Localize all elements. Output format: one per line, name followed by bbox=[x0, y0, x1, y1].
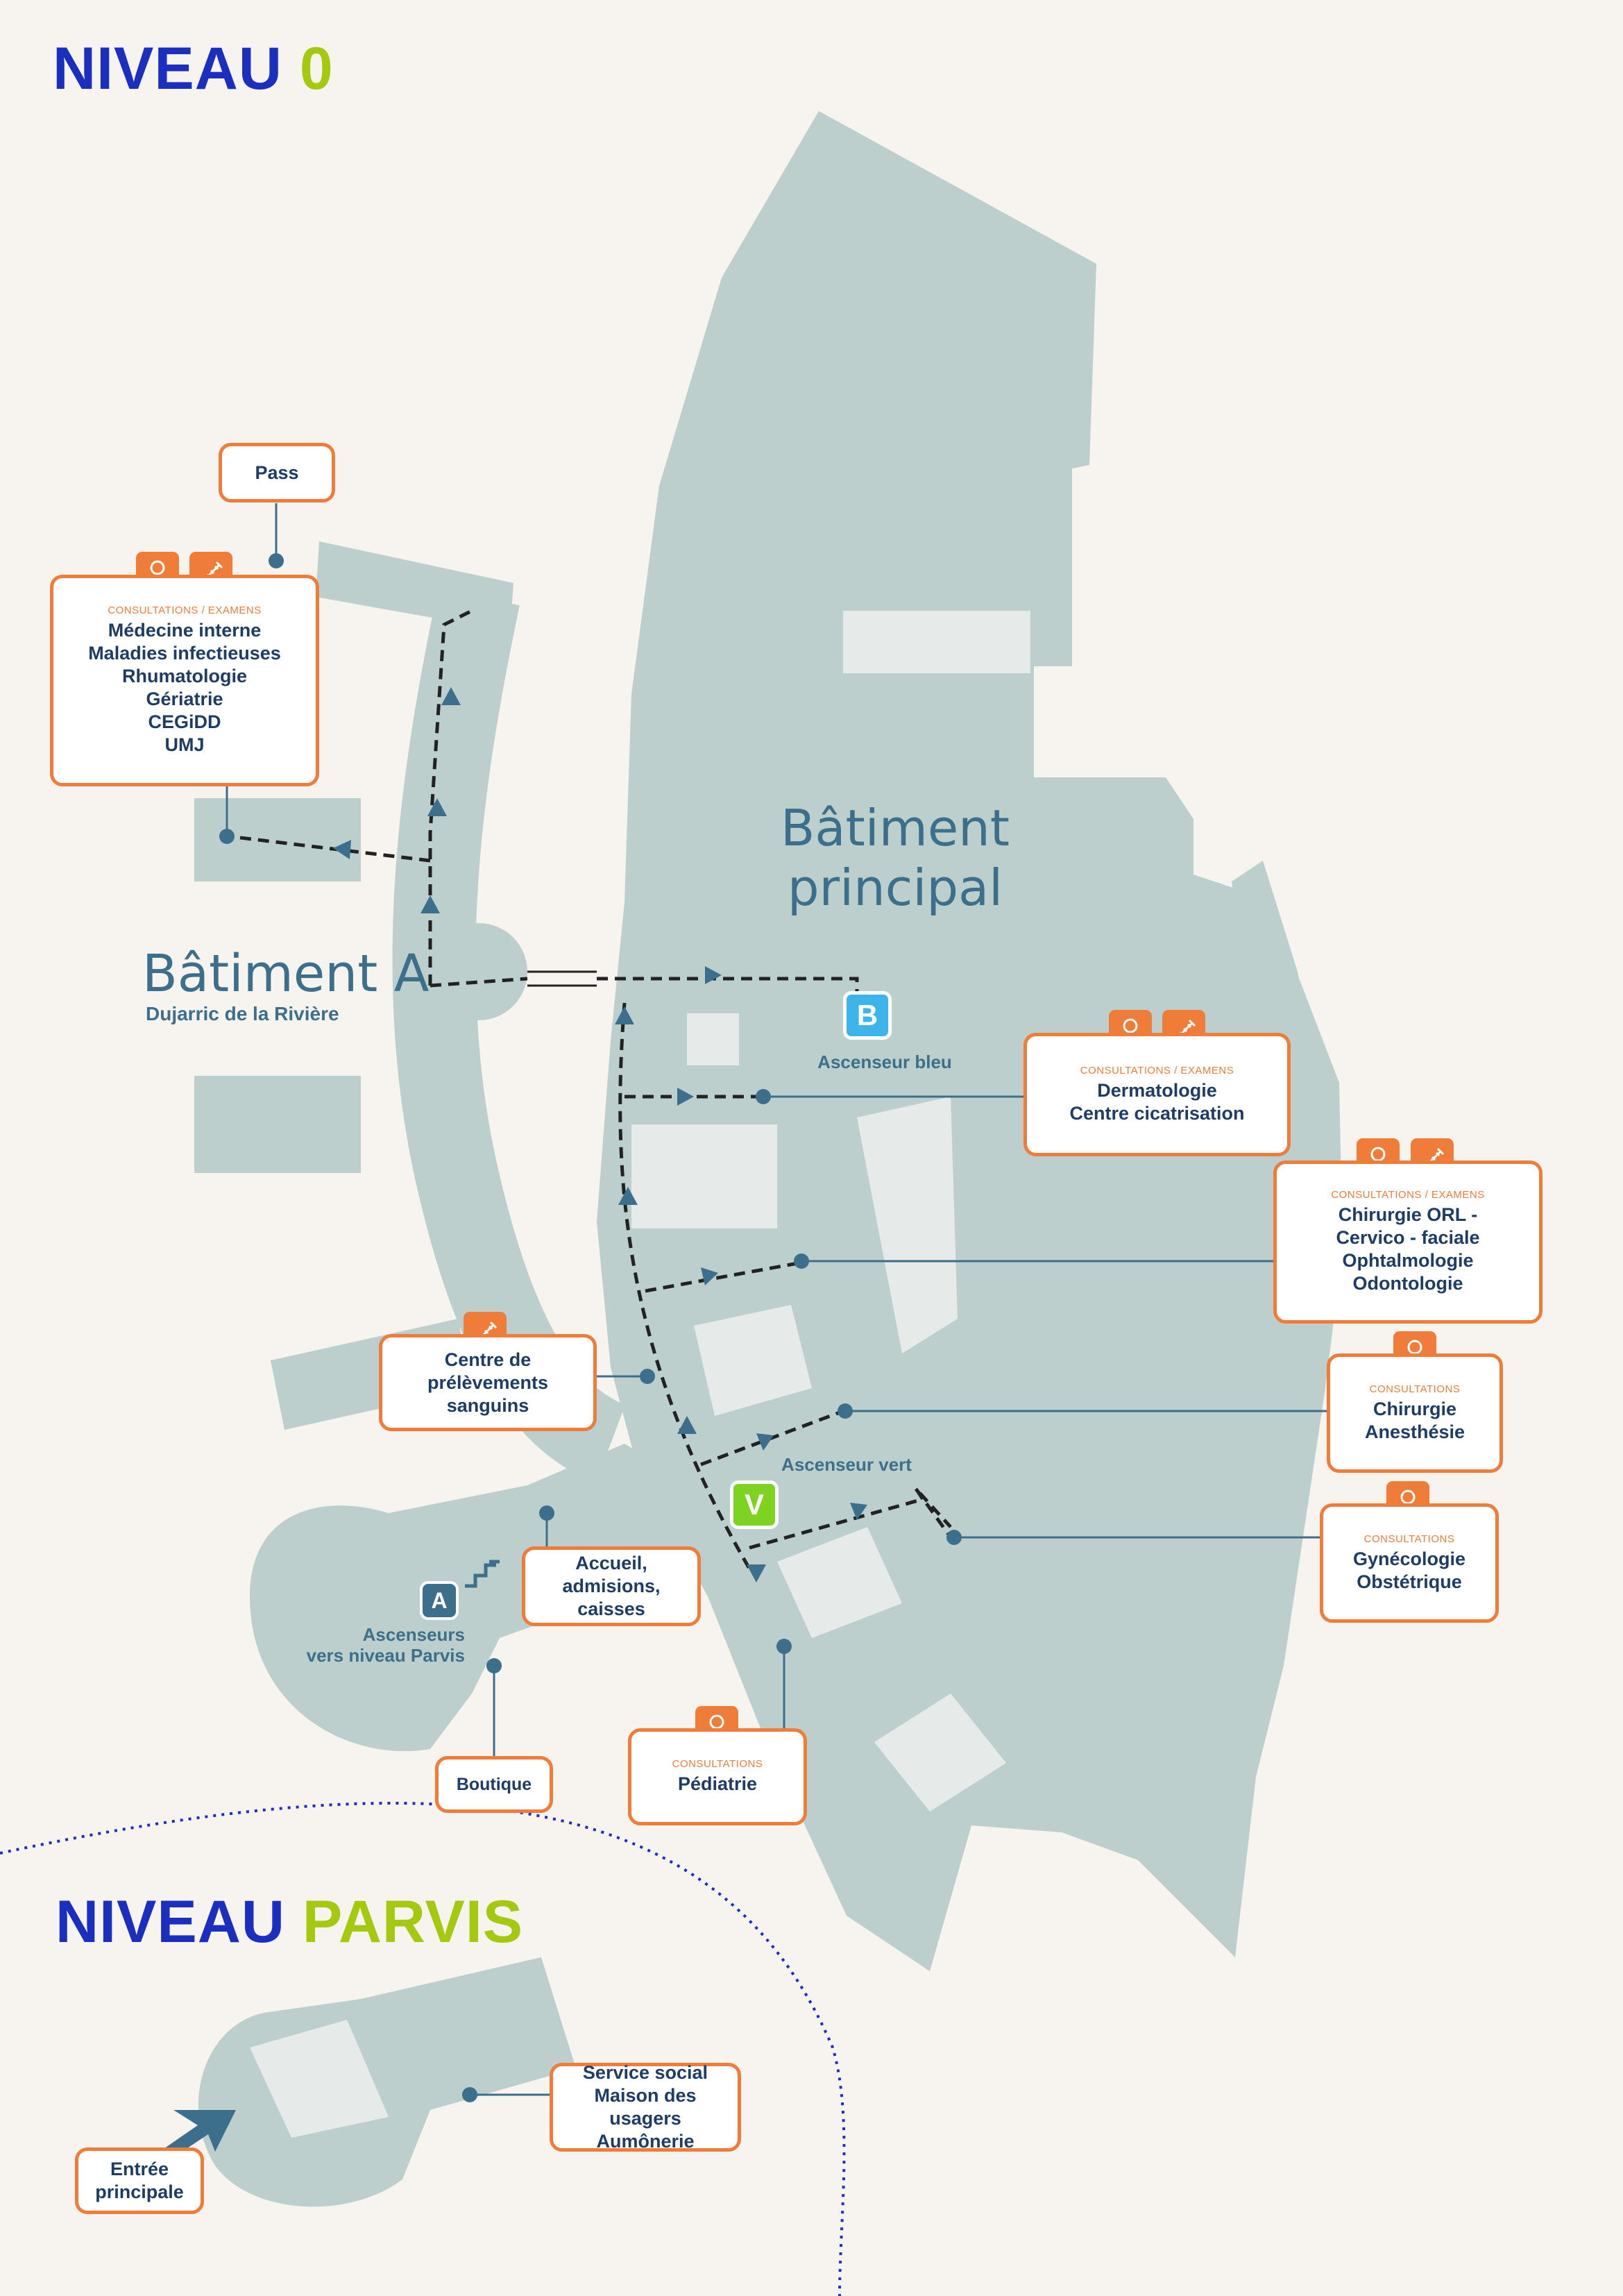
box-line: Chirurgie bbox=[1373, 1398, 1456, 1419]
box-line: Ophtalmologie bbox=[1342, 1250, 1474, 1271]
box-line: Boutique bbox=[456, 1774, 532, 1794]
entree-principale-box[interactable]: Entrée principale bbox=[75, 2147, 204, 2214]
box-line: Gériatrie bbox=[146, 689, 223, 709]
box-line: Chirurgie ORL - bbox=[1338, 1204, 1478, 1225]
main-building-shape bbox=[597, 111, 1343, 1971]
box-line: Centre cicatrisation bbox=[1069, 1102, 1245, 1124]
box-category: CONSULTATIONS bbox=[1369, 1383, 1461, 1395]
centre-prelevements-box[interactable]: Centre de prélèvements sanguins bbox=[379, 1334, 597, 1431]
box-line: Maladies infectieuses bbox=[88, 643, 281, 664]
box-line: Maison des usagers bbox=[594, 2085, 697, 2129]
box-category: CONSULTATIONS / EXAMENS bbox=[108, 605, 262, 616]
box-line: Aumônerie bbox=[596, 2131, 695, 2152]
elevator-letter: V bbox=[744, 1488, 764, 1521]
box-line: Cervico - faciale bbox=[1336, 1227, 1480, 1248]
title-word: NIVEAU bbox=[56, 1889, 285, 1955]
room bbox=[631, 1124, 777, 1229]
title-accent: 0 bbox=[299, 35, 334, 102]
title-word: NIVEAU bbox=[53, 35, 282, 102]
building-a-rotunda bbox=[430, 923, 527, 1020]
box-line: Odontologie bbox=[1352, 1273, 1463, 1294]
stairs-icon bbox=[465, 1560, 500, 1588]
elevator-letter: A bbox=[431, 1587, 448, 1613]
box-line: Pass bbox=[255, 462, 299, 483]
box-line: CEGiDD bbox=[148, 711, 221, 732]
gynecologie-box[interactable]: CONSULTATIONS Gynécologie Obstétrique bbox=[1320, 1503, 1499, 1623]
box-line: Pédiatrie bbox=[677, 1773, 758, 1794]
box-line: Rhumatologie bbox=[122, 666, 247, 686]
parvis-building-shape bbox=[198, 1957, 576, 2207]
parvis-room bbox=[250, 2020, 389, 2138]
box-line: Médecine interne bbox=[108, 620, 262, 641]
building-a-north-branch bbox=[316, 541, 513, 632]
medecine-interne-box[interactable]: CONSULTATIONS / EXAMENS Médecine interne… bbox=[50, 575, 319, 786]
room bbox=[687, 1013, 739, 1065]
east-wing-shape bbox=[1232, 861, 1325, 1145]
chirurgie-orl-box[interactable]: CONSULTATIONS / EXAMENS Chirurgie ORL - … bbox=[1273, 1160, 1543, 1324]
title-niveau-parvis: NIVEAU PARVIS bbox=[56, 1888, 523, 1957]
building-a-shape bbox=[392, 588, 627, 1483]
chirurgie-anesthesie-box[interactable]: CONSULTATIONS Chirurgie Anesthésie bbox=[1327, 1353, 1503, 1473]
entrance-building-shape bbox=[250, 1444, 694, 1752]
room bbox=[694, 1305, 812, 1416]
room bbox=[843, 611, 1030, 673]
building-a-subtitle: Dujarric de la Rivière bbox=[146, 1003, 339, 1024]
elevator-bleu-badge: B bbox=[843, 991, 892, 1040]
box-line: Centre de bbox=[444, 1349, 532, 1370]
building-principal-line2: principal bbox=[787, 859, 1003, 917]
box-line: Entrée bbox=[110, 2159, 169, 2179]
title-niveau-0: NIVEAU 0 bbox=[53, 35, 334, 103]
elevator-a-label-line2: vers niveau Parvis bbox=[306, 1645, 465, 1666]
room bbox=[874, 1694, 1006, 1812]
box-line: prélèvements sanguins bbox=[427, 1371, 549, 1416]
box-line: Obstétrique bbox=[1357, 1571, 1462, 1592]
box-line: Gynécologie bbox=[1352, 1548, 1466, 1569]
level-boundary bbox=[0, 1802, 846, 2296]
pediatrie-box[interactable]: CONSULTATIONS Pédiatrie bbox=[628, 1728, 807, 1825]
box-line: admisions, caisses bbox=[562, 1576, 661, 1619]
elevator-letter: B bbox=[856, 999, 878, 1031]
box-line: UMJ bbox=[164, 734, 205, 755]
wing-2 bbox=[194, 1076, 361, 1173]
box-line: Dermatologie bbox=[1097, 1079, 1217, 1101]
room bbox=[857, 1097, 958, 1353]
elevator-a-label-line1: Ascenseurs bbox=[362, 1624, 465, 1645]
elevator-vert-badge: V bbox=[730, 1480, 779, 1529]
elevator-vert-label: Ascenseur vert bbox=[781, 1454, 912, 1475]
accueil-box[interactable]: Accueil, admisions, caisses bbox=[522, 1546, 701, 1626]
building-principal-label: Bâtiment principal bbox=[749, 798, 1041, 918]
box-line: Anesthésie bbox=[1364, 1421, 1465, 1442]
building-principal-line1: Bâtiment bbox=[780, 799, 1010, 857]
box-category: CONSULTATIONS bbox=[672, 1758, 763, 1770]
service-social-box[interactable]: Service social Maison des usagers Aumône… bbox=[550, 2062, 741, 2152]
title-accent: PARVIS bbox=[302, 1889, 524, 1955]
wing-1 bbox=[194, 798, 361, 881]
elevator-a-badge: A bbox=[420, 1581, 459, 1620]
box-line: Service social bbox=[582, 2062, 708, 2083]
box-line: Accueil, bbox=[575, 1553, 647, 1573]
room bbox=[777, 1527, 902, 1638]
box-category: CONSULTATIONS bbox=[1363, 1533, 1455, 1545]
box-category: CONSULTATIONS / EXAMENS bbox=[1080, 1064, 1234, 1077]
dermatologie-box[interactable]: CONSULTATIONS / EXAMENS Dermatologie Cen… bbox=[1023, 1033, 1291, 1156]
box-line: principale bbox=[95, 2181, 184, 2202]
pass-box[interactable]: Pass bbox=[219, 443, 335, 503]
connector-lines bbox=[226, 503, 1329, 2096]
box-category: CONSULTATIONS / EXAMENS bbox=[1331, 1189, 1485, 1201]
elevator-bleu-label: Ascenseur bleu bbox=[817, 1052, 952, 1072]
boutique-box[interactable]: Boutique bbox=[435, 1756, 553, 1813]
building-a-label: Bâtiment A bbox=[142, 944, 430, 1004]
elevator-a-label: Ascenseurs vers niveau Parvis bbox=[278, 1624, 465, 1666]
